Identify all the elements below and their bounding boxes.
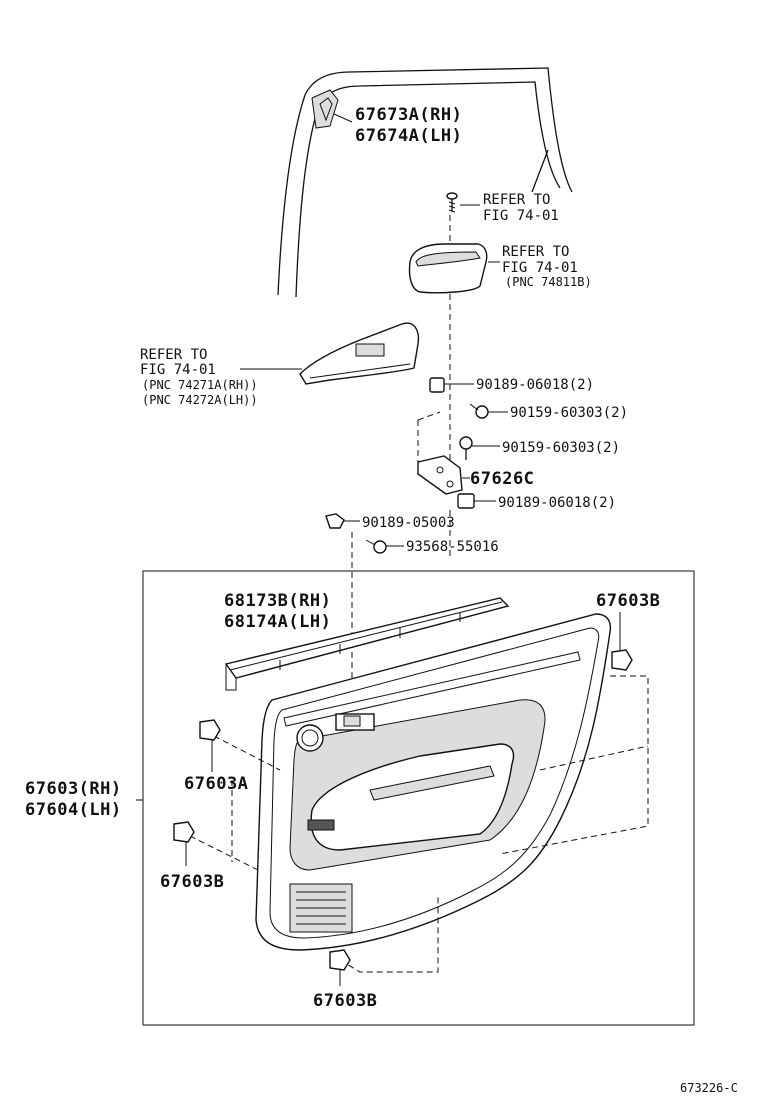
clip-67603B-left xyxy=(173,821,195,866)
screw-refer-part xyxy=(446,192,480,213)
label-67603B-left: 67603B xyxy=(160,872,224,892)
clip-90189-06018-top xyxy=(429,377,474,393)
label-90159-60303-a: 90159-60303(2) xyxy=(510,405,628,421)
label-67604LH: 67604(LH) xyxy=(25,800,122,820)
label-67603B-bottom: 67603B xyxy=(313,991,377,1011)
label-67603B-right: 67603B xyxy=(596,591,660,611)
clip-67603B-bottom xyxy=(329,949,351,986)
label-68173B: 68173B(RH) xyxy=(224,591,331,611)
switch-bezel-part xyxy=(240,322,420,385)
screw-90159-60303-a xyxy=(469,403,508,419)
clip-67603A xyxy=(199,719,221,772)
label-67603A: 67603A xyxy=(184,774,248,794)
figure-code: 673226-C xyxy=(680,1081,738,1095)
label-refer-1a: REFER TO xyxy=(483,192,550,208)
label-67673A: 67673A(RH) xyxy=(355,105,462,125)
label-refer-2b: FIG 74-01 xyxy=(502,260,578,276)
label-68174A: 68174A(LH) xyxy=(224,612,331,632)
label-90189-06018-bot: 90189-06018(2) xyxy=(498,495,616,511)
label-90159-60303-b: 90159-60303(2) xyxy=(502,440,620,456)
clip-90189-05003 xyxy=(325,513,360,700)
screw-90159-60303-b xyxy=(459,436,500,460)
label-refer-1b: FIG 74-01 xyxy=(483,208,559,224)
weatherstrip-68173B xyxy=(224,597,510,691)
label-refer-3b: FIG 74-01 xyxy=(140,362,216,378)
screw-93568-55016 xyxy=(365,539,404,554)
label-67626C: 67626C xyxy=(470,469,534,489)
label-refer-3d: (PNC 74272A(LH)) xyxy=(142,393,258,407)
pull-handle-cup xyxy=(408,243,500,294)
clip-67603B-right xyxy=(611,612,633,671)
label-refer-2c: (PNC 74811B) xyxy=(505,275,592,289)
clip-90189-06018-bot xyxy=(457,493,496,509)
door-trim-panel xyxy=(255,613,612,951)
label-67674A: 67674A(LH) xyxy=(355,126,462,146)
assembly-box xyxy=(142,570,695,1026)
label-refer-3c: (PNC 74271A(RH)) xyxy=(142,378,258,392)
corner-garnish-part xyxy=(311,89,353,129)
label-93568-55016: 93568-55016 xyxy=(406,539,499,555)
label-67603RH: 67603(RH) xyxy=(25,779,122,799)
label-90189-06018-top: 90189-06018(2) xyxy=(476,377,594,393)
label-90189-05003: 90189-05003 xyxy=(362,515,455,531)
label-refer-3a: REFER TO xyxy=(140,347,207,363)
bracket-67626C xyxy=(417,455,470,495)
label-refer-2a: REFER TO xyxy=(502,244,569,260)
